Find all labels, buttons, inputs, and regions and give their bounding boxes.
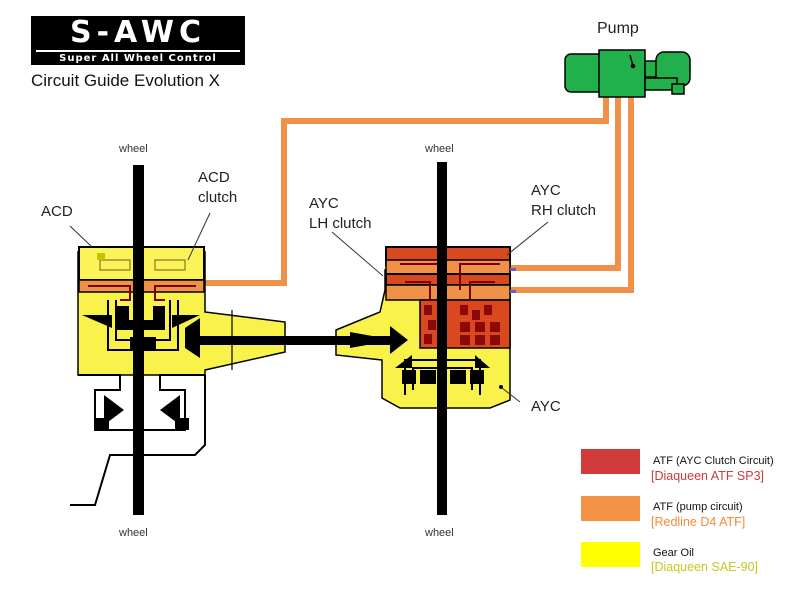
wheel-label-top-right: wheel <box>425 143 454 155</box>
acd-label: ACD <box>41 203 73 220</box>
ayc-lh-label-line2: LH clutch <box>309 215 372 232</box>
logo-divider <box>36 50 240 52</box>
ayc-rh-clutch-zone <box>385 273 511 286</box>
legend-swatch-ayc-atf <box>581 449 640 474</box>
legend-fluid-gear-oil: [Diaqueen SAE-90] <box>651 560 759 574</box>
wheel-shafts <box>133 162 447 515</box>
propeller-shaft <box>186 326 408 354</box>
ayc-atf-band-2 <box>385 284 511 301</box>
ayc-unit <box>335 246 516 409</box>
ayc-atf-band-1 <box>385 259 511 276</box>
left-wheel-shaft <box>133 165 144 515</box>
acd-clutch-label-line1: ACD <box>198 169 230 186</box>
pump-circuit-lines <box>204 97 634 293</box>
legend-swatch-gear-oil <box>581 542 640 567</box>
right-wheel-shaft <box>437 162 447 515</box>
ayc-rh-label-line2: RH clutch <box>531 202 597 219</box>
ayc-rh-label-line1: AYC <box>531 182 561 199</box>
s-awc-logo: S-AWC Super All Wheel Control <box>31 16 245 65</box>
wheel-label-bottom-right: wheel <box>425 527 454 539</box>
pump-line-to-ayc-lh <box>510 97 634 293</box>
logo-title: S-AWC <box>69 15 207 50</box>
legend-fluid-pump-atf: [Redline D4 ATF] <box>651 515 746 529</box>
logo-subtitle: Super All Wheel Control <box>59 53 217 64</box>
pump-line-to-acd <box>204 97 609 286</box>
legend-name-pump-atf: ATF (pump circuit) <box>653 501 743 513</box>
leader-lines <box>69 212 549 403</box>
wheel-label-bottom-left: wheel <box>119 527 148 539</box>
legend-swatch-pump-atf <box>581 496 640 521</box>
legend-name-gear-oil: Gear Oil <box>653 547 694 559</box>
pump-icon <box>564 49 691 98</box>
guide-title: Circuit Guide Evolution X <box>31 71 220 90</box>
legend-fluid-ayc-atf: [Diaqueen ATF SP3] <box>651 469 765 483</box>
acd-clutch-label-line2: clutch <box>198 189 238 206</box>
wheel-label-top-left: wheel <box>119 143 148 155</box>
pump-label: Pump <box>597 20 639 37</box>
ayc-lh-label-line1: AYC <box>309 195 339 212</box>
ayc-label: AYC <box>531 398 561 415</box>
pump-line-to-ayc-rh <box>510 97 621 271</box>
legend-name-ayc-atf: ATF (AYC Clutch Circuit) <box>653 455 774 467</box>
